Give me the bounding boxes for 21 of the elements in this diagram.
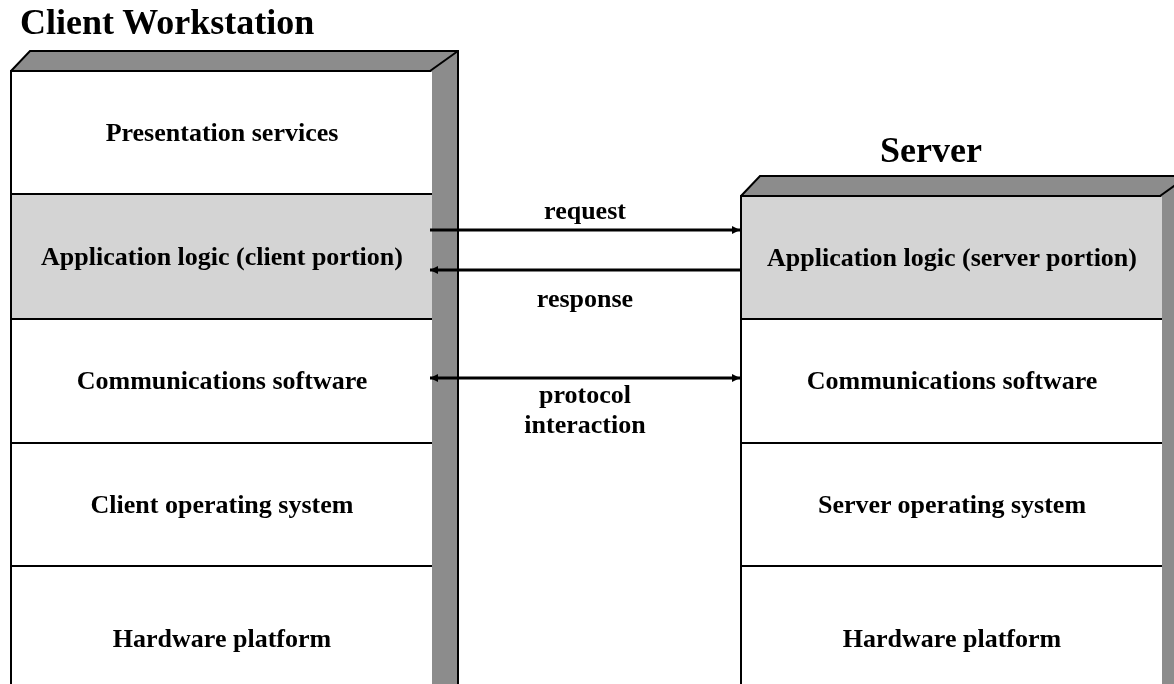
layer-box bbox=[12, 320, 432, 444]
layer-box bbox=[742, 320, 1162, 444]
arrow bbox=[430, 374, 740, 382]
layer-label: Application logic (client portion) bbox=[41, 240, 403, 273]
layer-label: Server operating system bbox=[817, 488, 1087, 521]
layer-label: Communications software bbox=[76, 365, 368, 397]
arrow bbox=[430, 266, 740, 274]
layer-box bbox=[12, 195, 432, 320]
layer-label: Application logic (server portion) bbox=[767, 241, 1137, 274]
layer-box bbox=[12, 444, 432, 567]
layer-label: Client operating system bbox=[90, 488, 354, 521]
layer-box bbox=[12, 72, 432, 195]
arrow bbox=[430, 226, 740, 234]
layer-box bbox=[742, 444, 1162, 567]
layer-label: Hardware platform bbox=[842, 622, 1062, 655]
layer-label: Presentation services bbox=[105, 116, 339, 149]
layer-box bbox=[742, 197, 1162, 320]
layer-label: Communications software bbox=[806, 365, 1098, 397]
layer-label: Hardware platform bbox=[112, 622, 332, 655]
stack-heading: Client Workstation bbox=[20, 2, 315, 42]
stack-heading: Server bbox=[880, 130, 982, 170]
